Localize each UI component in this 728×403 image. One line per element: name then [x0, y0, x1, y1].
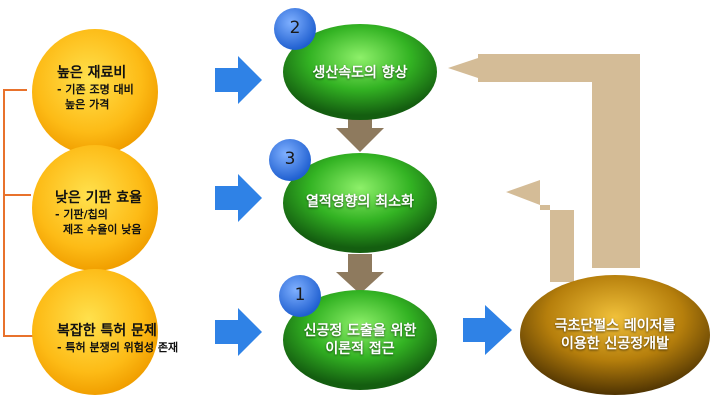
step-1-label-line1: 신공정 도출을 위한 [303, 323, 417, 339]
goal-ellipse [520, 275, 710, 395]
step-badge-2 [274, 8, 316, 50]
problem-1-line2: 높은 가격 [65, 98, 110, 111]
step-2-number: 2 [289, 18, 301, 38]
problem-circle-1 [32, 29, 158, 155]
goal-label: 극초단펄스 레이저를 이용한 신공정개발 [535, 317, 695, 353]
step-badge-1 [279, 275, 321, 317]
step-ellipse-1 [283, 290, 437, 390]
down-arrow-1 [336, 110, 384, 152]
problem-2-title: 낮은 기판 효율 [55, 190, 143, 206]
step-ellipse-3 [283, 153, 437, 253]
blue-arrow-to-goal [463, 305, 512, 355]
step-3-label: 열적영향의 최소화 [306, 194, 414, 210]
blue-arrow-3 [215, 308, 262, 356]
problem-2: 낮은 기판 효율 - 기판/칩의 제조 수율이 낮음 [55, 190, 205, 237]
step-3-number: 3 [284, 149, 296, 169]
problem-2-line1: - 기판/칩의 [55, 208, 108, 221]
feedback-arrow-middle [506, 180, 574, 282]
step-ellipse-2 [283, 24, 437, 120]
step-1-label-line2: 이론적 접근 [325, 341, 395, 357]
problem-3: 복잡한 특허 문제 - 특허 분쟁의 위험성 존재 [57, 323, 227, 355]
goal-label-line2: 이용한 신공정개발 [561, 336, 669, 352]
problem-3-title: 복잡한 특허 문제 [57, 323, 157, 339]
blue-arrow-1 [215, 56, 262, 104]
problem-circle-3 [32, 269, 158, 395]
step-1-number: 1 [294, 285, 306, 305]
problem-circle-2 [32, 145, 158, 271]
problem-1-title: 높은 재료비 [57, 65, 127, 81]
problem-1-line1: - 기존 조명 대비 [57, 83, 134, 96]
step-badge-3 [269, 139, 311, 181]
problem-2-line2: 제조 수율이 낮음 [63, 223, 142, 236]
problem-3-line1: - 특허 분쟁의 위험성 존재 [57, 341, 179, 354]
feedback-arrow-top [448, 54, 640, 268]
problem-1: 높은 재료비 - 기존 조명 대비 높은 가격 [57, 65, 207, 112]
step-1-label: 신공정 도출을 위한 이론적 접근 [285, 322, 435, 358]
problem-bracket [3, 89, 33, 337]
step-2-label: 생산속도의 향상 [312, 65, 408, 81]
goal-label-line1: 극초단펄스 레이저를 [554, 318, 676, 334]
blue-arrow-2 [215, 174, 262, 222]
down-arrow-2 [336, 254, 384, 294]
